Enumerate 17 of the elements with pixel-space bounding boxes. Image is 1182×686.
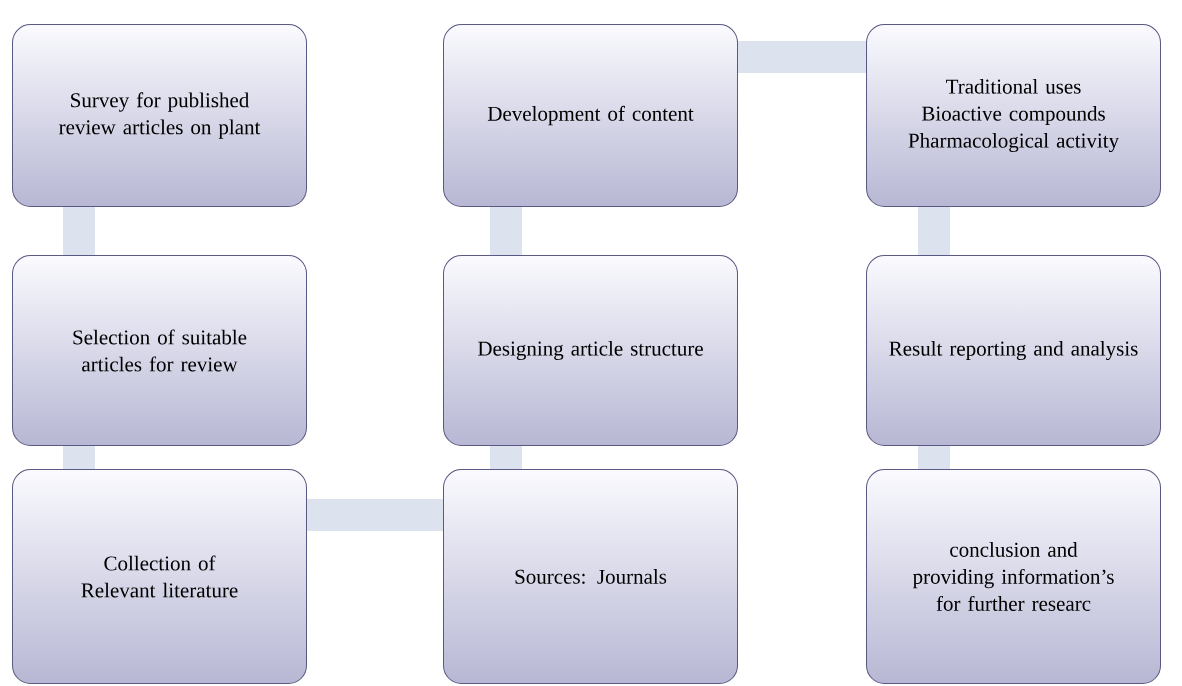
process-box: Sources: Journals (443, 469, 738, 684)
process-box: Selection of suitable articles for review (12, 255, 307, 446)
connector-bar (918, 207, 950, 255)
connector-bar (918, 446, 950, 469)
connector-bar (490, 207, 522, 255)
connector-bar (63, 207, 95, 255)
connector-bar (63, 446, 95, 469)
connector-bar (490, 446, 522, 469)
connector-bar (307, 499, 443, 531)
connector-bar (738, 41, 866, 73)
process-box: Survey for published review articles on plant (12, 24, 307, 207)
process-box: conclusion and providing information’s for further researc (866, 469, 1161, 684)
process-box: Traditional uses Bioactive compounds Pharmacological activity (866, 24, 1161, 207)
process-box: Designing article structure (443, 255, 738, 446)
process-box: Result reporting and analysis (866, 255, 1161, 446)
process-box: Development of content (443, 24, 738, 207)
process-box: Collection of Relevant literature (12, 469, 307, 684)
